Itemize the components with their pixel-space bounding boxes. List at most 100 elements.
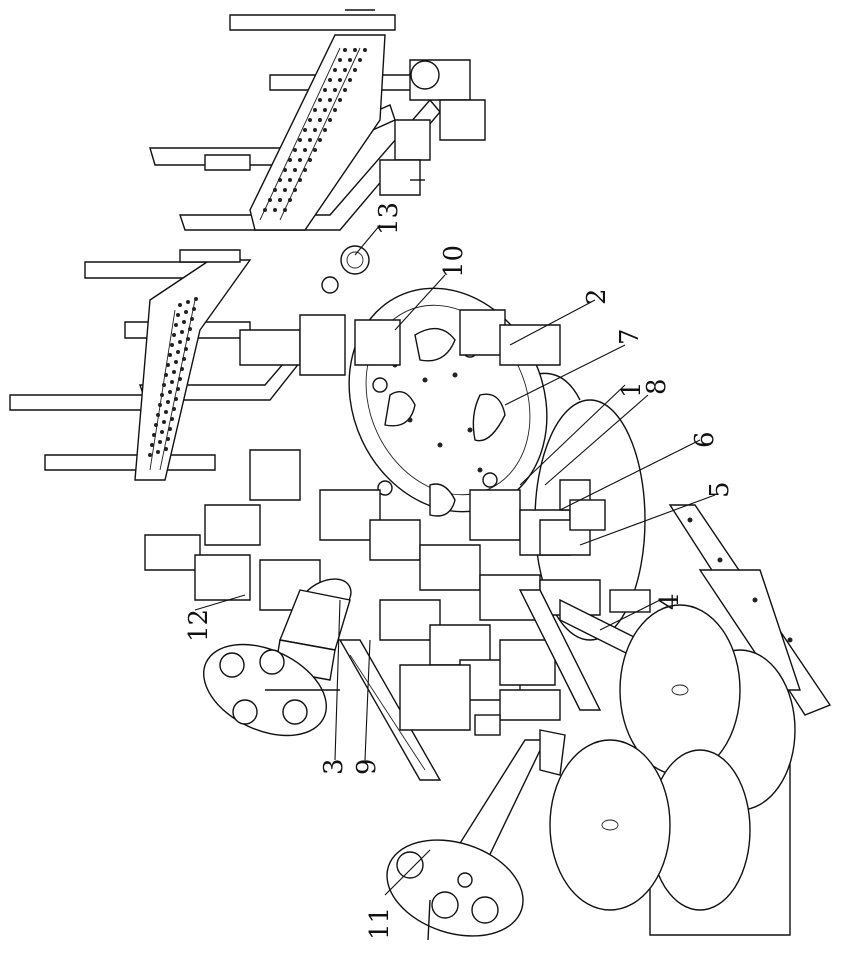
perforation-hole [303,148,307,152]
perforation-hole [298,178,302,182]
perforation-hole [288,178,292,182]
perforation-hole [172,370,176,374]
perforation-hole [156,413,160,417]
perforation-hole [288,198,292,202]
perforation-hole [263,208,267,212]
perforation-hole [318,138,322,142]
perforation-hole [182,320,186,324]
perforation-hole [338,78,342,82]
callout-10: 10 [439,245,469,278]
perforation-hole [303,128,307,132]
perforation-hole [184,310,188,314]
perforation-hole [323,108,327,112]
perforation-hole [174,360,178,364]
perforation-hole [358,58,362,62]
callout-11: 11 [365,907,395,940]
perforation-hole [154,423,158,427]
perforation-hole [170,380,174,384]
perforation-hole [323,128,327,132]
perforation-hole [348,58,352,62]
perforation-hole [194,297,198,301]
perforation-hole [188,327,192,331]
perforation-hole [156,450,160,454]
perforation-hole [273,188,277,192]
perforation-hole [176,313,180,317]
perforation-hole [268,198,272,202]
perforation-hole [150,443,154,447]
perforation-hole [293,148,297,152]
perforation-hole [162,383,166,387]
perforation-hole [298,158,302,162]
perforation-hole [178,377,182,381]
callout-8: 8 [642,378,672,395]
perforation-hole [166,437,170,441]
callout-9: 9 [352,758,382,775]
perforation-hole [293,188,297,192]
perforation-hole [158,403,162,407]
perforation-hole [313,148,317,152]
perforation-hole [174,323,178,327]
perforation-hole [178,340,182,344]
perforation-hole [333,88,337,92]
perforation-hole [180,367,184,371]
perforation-hole [170,343,174,347]
perforation-hole [176,350,180,354]
perforation-hole [318,118,322,122]
perforation-hole [353,68,357,72]
perforation-hole [172,407,176,411]
perforation-hole [168,427,172,431]
perforation-hole [283,168,287,172]
perforation-hole [273,208,277,212]
perforation-hole [186,337,190,341]
perforation-hole [190,317,194,321]
perforation-hole [328,118,332,122]
perforation-hole [313,108,317,112]
perforation-hole [343,68,347,72]
reel-11-arm [375,730,565,952]
perforation-hole [323,88,327,92]
perforation-hole [278,178,282,182]
perforation-hole [363,48,367,52]
perforation-hole [164,410,168,414]
perforation-hole [170,417,174,421]
perforation-hole [318,98,322,102]
pulley-13 [322,246,369,293]
callout-2: 2 [582,288,612,305]
perforation-hole [160,393,164,397]
perforation-hole [278,198,282,202]
perforation-hole [168,353,172,357]
perforation-hole [164,447,168,451]
perforation-hole [184,347,188,351]
perforation-hole [288,158,292,162]
perforation-hole [338,58,342,62]
perforation-hole [328,98,332,102]
perforation-hole [338,98,342,102]
perforation-hole [178,303,182,307]
perforation-hole [353,48,357,52]
callout-6: 6 [690,431,720,448]
perforation-hole [333,68,337,72]
perforation-hole [174,397,178,401]
callout-7: 7 [615,328,645,345]
callout-3: 3 [319,758,349,775]
perforation-hole [168,390,172,394]
perforation-hole [328,78,332,82]
perforation-hole [186,300,190,304]
perforation-hole [308,118,312,122]
perforation-hole [162,420,166,424]
perforation-hole [164,373,168,377]
perforation-hole [313,128,317,132]
perforation-hole [283,188,287,192]
callout-5: 5 [705,481,735,498]
perforation-hole [192,307,196,311]
perforation-hole [298,138,302,142]
callout-12: 12 [184,609,214,642]
perforation-hole [172,333,176,337]
perforation-hole [283,208,287,212]
perforation-hole [348,78,352,82]
perforation-hole [333,108,337,112]
callout-4: 4 [655,593,685,610]
perforation-hole [166,400,170,404]
perforation-hole [303,168,307,172]
